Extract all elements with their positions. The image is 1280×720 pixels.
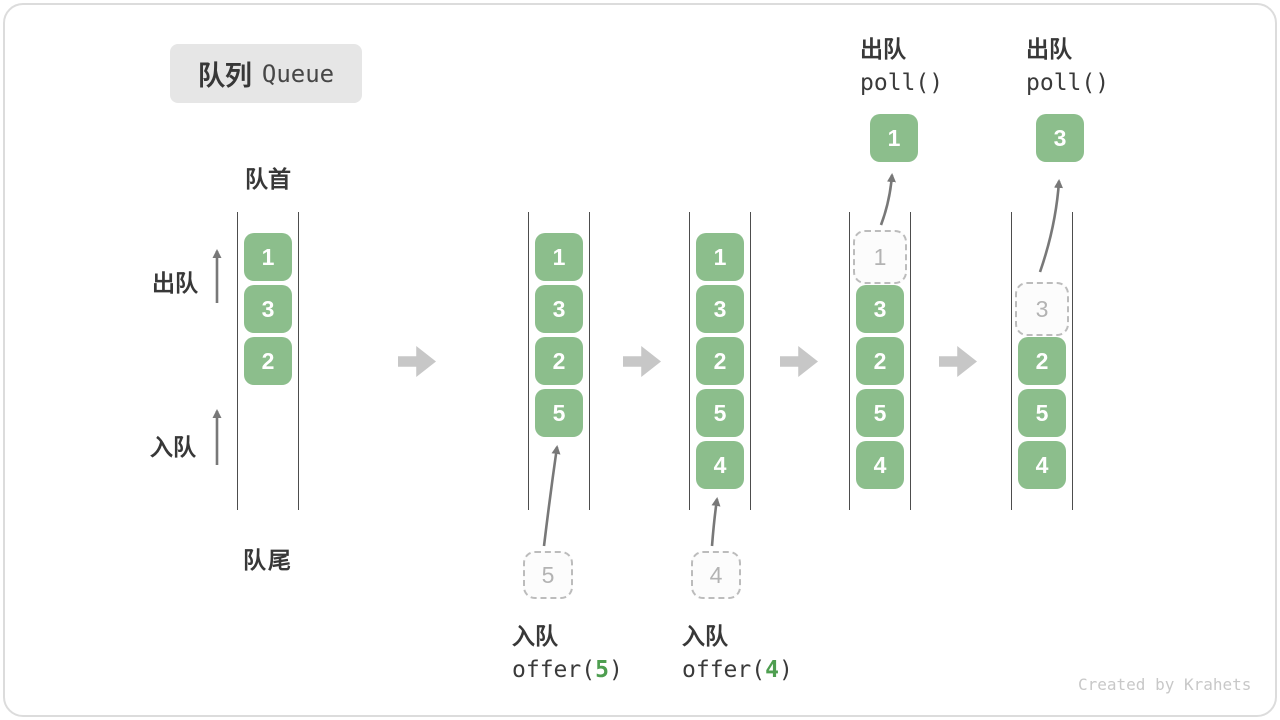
queue-element: 4: [1018, 441, 1066, 489]
title-badge: 队列 Queue: [170, 44, 362, 103]
queue-element: 5: [535, 389, 583, 437]
offer-5-zh: 入队: [512, 623, 558, 649]
offer-5-arg: 5: [595, 657, 609, 683]
offer-4-arg: 4: [765, 657, 779, 683]
poll-1-code: poll(): [860, 70, 944, 96]
offer-5-code: offer(5): [512, 657, 623, 683]
op-label-poll-1: 出队 poll(): [860, 30, 943, 96]
queue-element: 4: [696, 441, 744, 489]
label-queue-front: 队首: [245, 166, 291, 192]
queue-element: 3: [696, 285, 744, 333]
watermark: Created by Krahets: [1078, 675, 1252, 694]
queue-element: 1: [696, 233, 744, 281]
label-queue-rear: 队尾: [243, 547, 293, 573]
label-dequeue-direction: 出队: [152, 270, 198, 296]
queue-element: 2: [696, 337, 744, 385]
queue-element: 3: [244, 285, 292, 333]
poll-1-zh: 出队: [860, 36, 906, 62]
pending-element-box: 5: [523, 551, 573, 599]
poll-2-zh: 出队: [1026, 36, 1072, 62]
op-label-offer-4: 入队 offer(4): [682, 617, 793, 683]
label-enqueue-direction: 入队: [150, 434, 196, 460]
popped-element-box: 1: [870, 114, 918, 162]
queue-element: 2: [535, 337, 583, 385]
queue-element: 4: [856, 441, 904, 489]
queue-element: 5: [1018, 389, 1066, 437]
offer-4-zh: 入队: [682, 623, 728, 649]
queue-element: 3: [856, 285, 904, 333]
offer-5-code-before: offer(: [512, 657, 596, 683]
queue-element: 2: [244, 337, 292, 385]
offer-4-code-after: ): [778, 657, 793, 683]
queue-element: 2: [1018, 337, 1066, 385]
queue-element: 5: [696, 389, 744, 437]
queue-element: 1: [535, 233, 583, 281]
pending-element-box: 4: [691, 551, 741, 599]
queue-element-removed: 3: [1015, 282, 1069, 336]
queue-element: 1: [244, 233, 292, 281]
queue-element: 3: [535, 285, 583, 333]
queue-element: 2: [856, 337, 904, 385]
popped-element-box: 3: [1036, 114, 1084, 162]
queue-element-removed: 1: [853, 230, 907, 284]
op-label-offer-5: 入队 offer(5): [512, 617, 623, 683]
offer-4-code-before: offer(: [682, 657, 766, 683]
offer-4-code: offer(4): [682, 657, 793, 683]
poll-2-code: poll(): [1026, 70, 1110, 96]
title-en: Queue: [261, 59, 335, 88]
queue-element: 5: [856, 389, 904, 437]
offer-5-code-after: ): [608, 657, 623, 683]
title-zh: 队列: [197, 61, 252, 91]
op-label-poll-2: 出队 poll(): [1026, 30, 1109, 96]
